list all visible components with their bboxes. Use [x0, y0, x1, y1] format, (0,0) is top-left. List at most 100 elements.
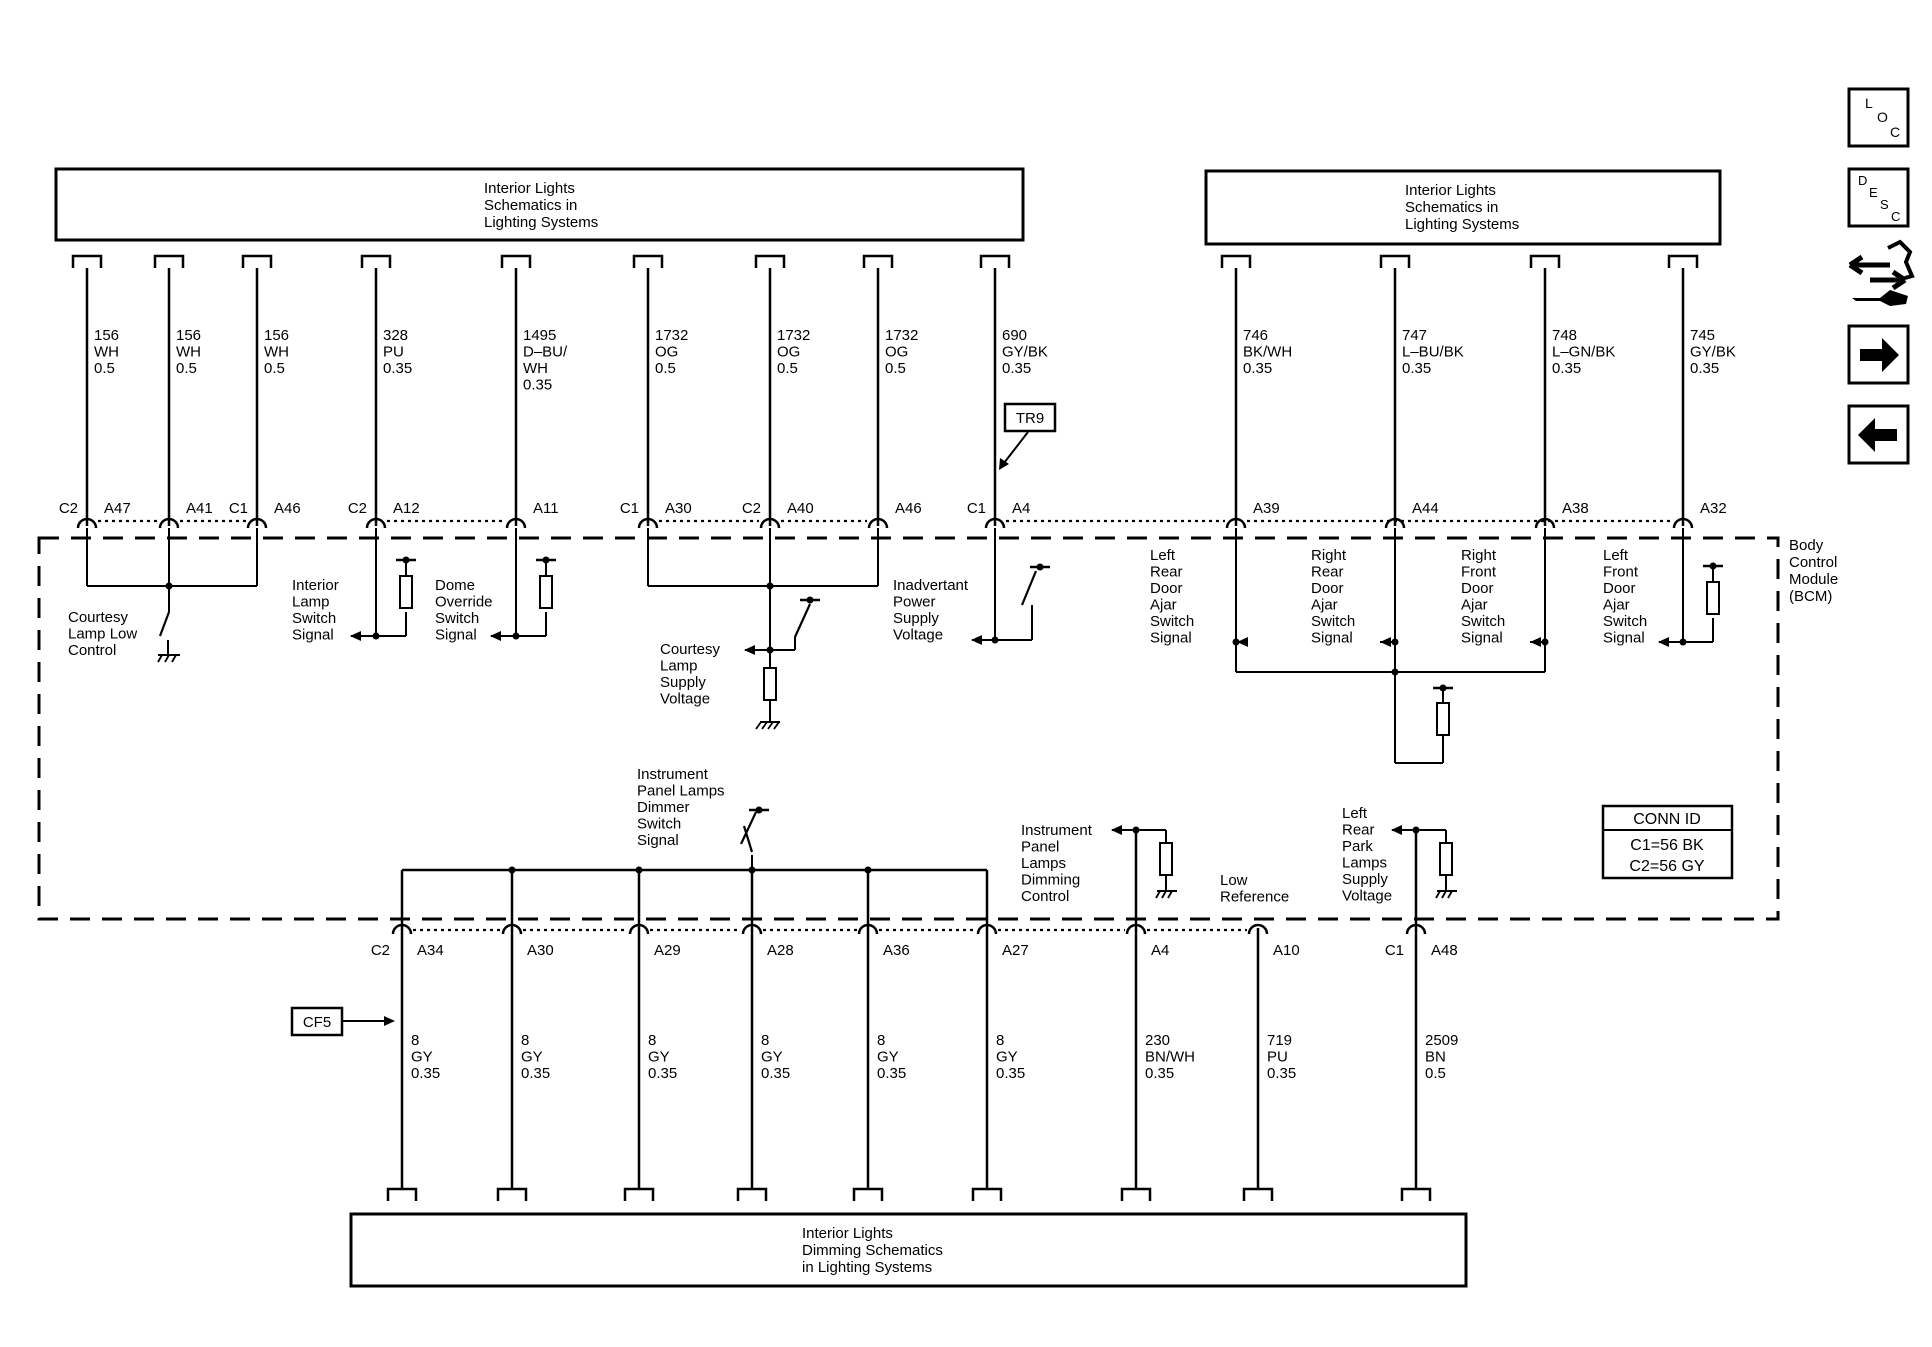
junction-dot — [1036, 563, 1044, 571]
resistor-icon — [1436, 702, 1450, 736]
right-rear-door-label: Door — [1311, 580, 1344, 597]
loc-button[interactable]: LOC — [1847, 87, 1910, 148]
loc-button-frame[interactable] — [1847, 87, 1910, 148]
pin-contact — [1225, 517, 1247, 529]
harness-box-label: Lighting Systems — [484, 214, 598, 231]
low-reference-label: Low — [1220, 872, 1248, 889]
wire-gauge: 0.5 — [176, 360, 197, 377]
junction-dot — [1709, 562, 1717, 570]
pin-contact — [1534, 517, 1556, 529]
connector-id: C1 — [967, 500, 986, 517]
pin-label: A34 — [417, 942, 444, 959]
wire-color: GY/BK — [1690, 344, 1736, 361]
wire-color: WH — [264, 344, 289, 361]
right-front-door-label: Switch — [1461, 613, 1505, 630]
courtesy-supply-label: Supply — [660, 674, 706, 691]
pin-label: A12 — [393, 500, 420, 517]
bottom-wires: A34C28GY0.35A308GY0.35A298GY0.35A288GY0.… — [371, 923, 1458, 1201]
next-button[interactable] — [1847, 324, 1910, 385]
pin-label: A4 — [1151, 942, 1169, 959]
junction-dot — [1439, 684, 1447, 692]
connector-id: C2 — [348, 500, 367, 517]
harness-box-interior-lights-left — [54, 167, 1025, 242]
connector-terminal — [1400, 1187, 1432, 1201]
arrow-icon — [999, 458, 1009, 470]
left-rear-park-label: Park — [1342, 838, 1373, 855]
ip-dimming-control: InstrumentPanelLampsDimmingControlLowRef… — [1021, 822, 1289, 928]
pin-label: A46 — [274, 500, 301, 517]
loc-icon: L — [1865, 95, 1873, 111]
wire-segment — [157, 654, 163, 663]
wire-color: OG — [655, 344, 678, 361]
arrow-left-icon — [1380, 637, 1391, 647]
wire-color: WH — [523, 360, 548, 377]
circuit-number: 746 — [1243, 327, 1268, 344]
left-rear-park-label: Supply — [1342, 871, 1388, 888]
ip-dimmer-label: Signal — [637, 832, 679, 849]
ip-dimming-label: Control — [1021, 888, 1069, 905]
right-rear-door-label: Signal — [1311, 630, 1353, 647]
wire-gauge: 0.35 — [1402, 360, 1431, 377]
pin-contact — [505, 517, 527, 529]
junction-dot — [372, 632, 380, 640]
pin-label: A38 — [1562, 500, 1589, 517]
junction-dot — [512, 632, 520, 640]
wire-segment — [171, 654, 177, 663]
connector-terminal — [1529, 254, 1561, 268]
arrow-left-icon — [1391, 825, 1402, 835]
left-front-door-label: Signal — [1603, 630, 1645, 647]
prev-button[interactable] — [1847, 404, 1910, 465]
pin-label: A48 — [1431, 942, 1458, 959]
module-label: (BCM) — [1789, 588, 1832, 605]
circuit-number: 2509 — [1425, 1032, 1458, 1049]
courtesy-supply-label: Courtesy — [660, 641, 721, 658]
wrench-icon — [1852, 290, 1908, 306]
right-front-door-label: Front — [1461, 564, 1497, 581]
pin-label: A36 — [883, 942, 910, 959]
desc-button-frame[interactable] — [1847, 167, 1910, 228]
wrench-button[interactable] — [1848, 239, 1915, 306]
left-front-door-label: Front — [1603, 564, 1639, 581]
wire-gauge: 0.35 — [877, 1065, 906, 1082]
pin-contact — [158, 517, 180, 529]
left-rear-door-label: Rear — [1150, 564, 1183, 581]
resistor-icon — [539, 575, 553, 609]
circuit-number: 1732 — [885, 327, 918, 344]
wire-color: L–BU/BK — [1402, 344, 1464, 361]
junction-dot — [508, 866, 516, 874]
conn-id-c2: C2=56 GY — [1629, 858, 1704, 875]
wire-color: BN/WH — [1145, 1049, 1195, 1066]
pin-label: A40 — [787, 500, 814, 517]
connector-terminal — [1667, 254, 1699, 268]
ip-dimmer-label: Instrument — [637, 766, 709, 783]
circuit-number: 690 — [1002, 327, 1027, 344]
junction-dot — [755, 806, 763, 814]
left-rear-door-label: Ajar — [1150, 597, 1177, 614]
conn-id-box — [1601, 804, 1734, 880]
right-rear-door-label: Right — [1311, 547, 1347, 564]
desc-icon: S — [1880, 197, 1889, 212]
wire-color: WH — [176, 344, 201, 361]
wire-gauge: 0.5 — [655, 360, 676, 377]
junction-dot — [1541, 638, 1549, 646]
pin-contact — [759, 517, 781, 529]
resistor-icon — [1439, 842, 1453, 876]
wire-gauge: 0.35 — [1145, 1065, 1174, 1082]
